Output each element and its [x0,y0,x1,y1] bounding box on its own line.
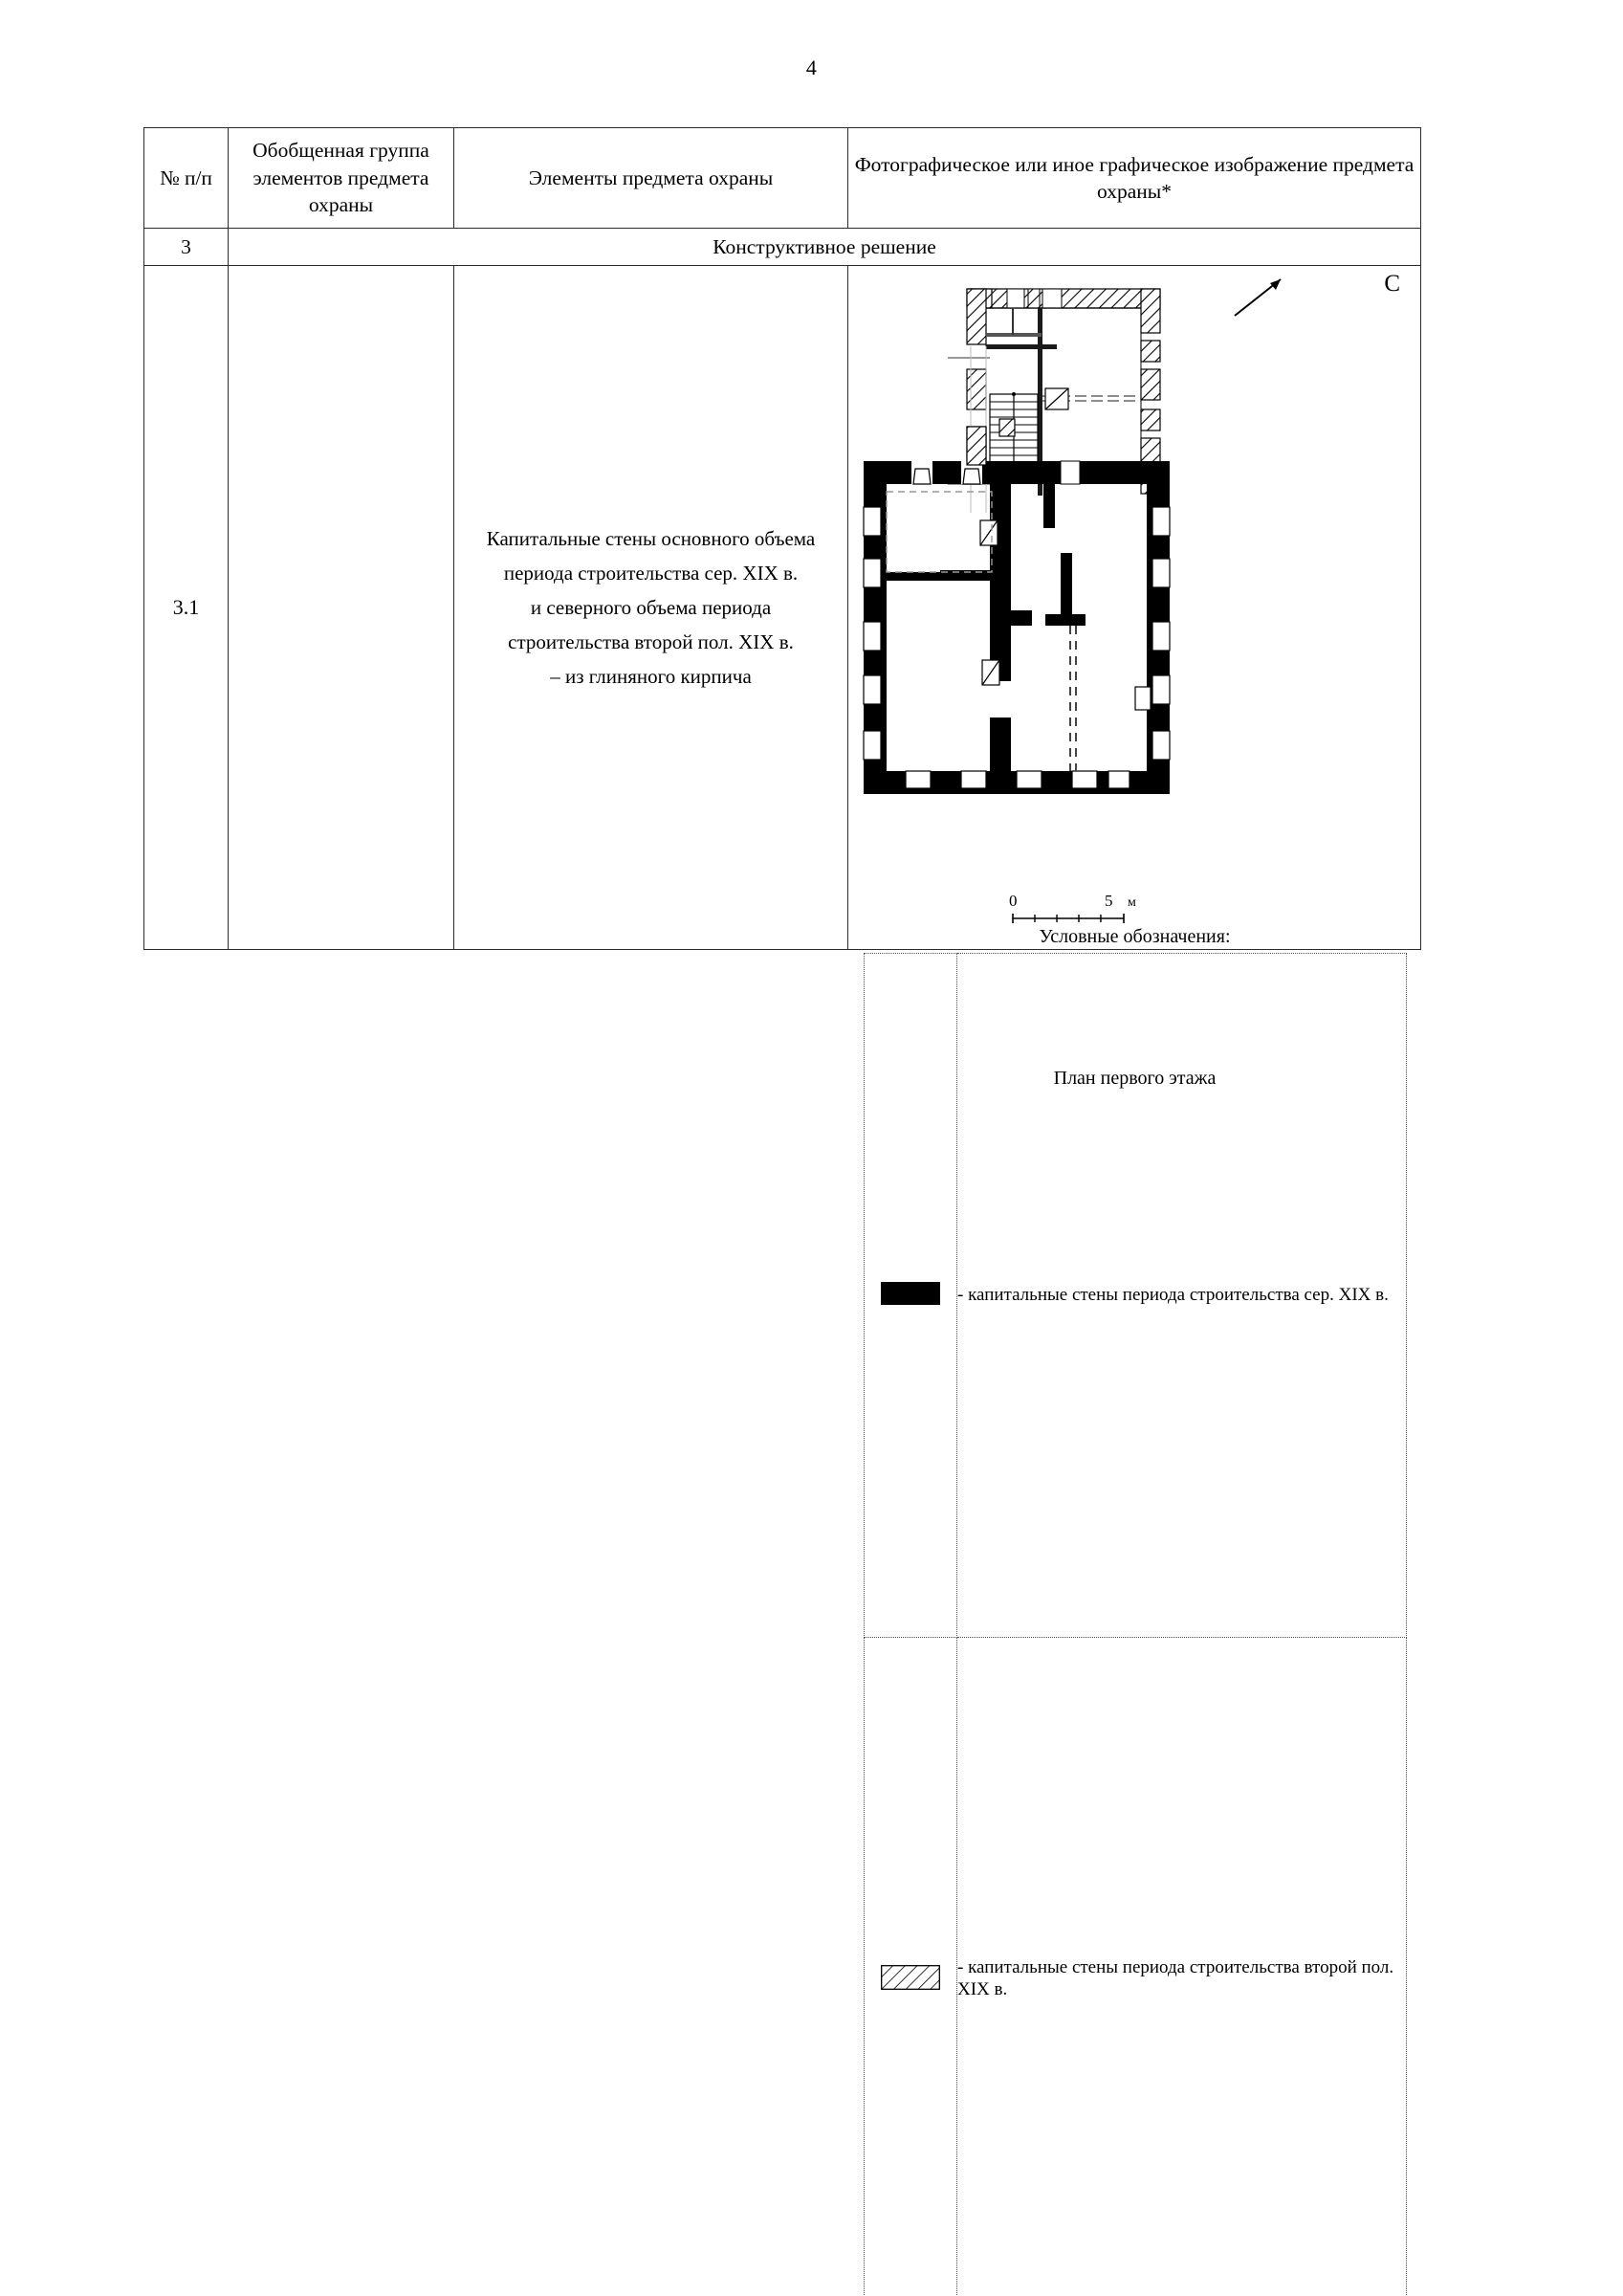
scale-end-label: 5 [1105,892,1113,911]
legend-title: Условные обозначения: [848,926,1421,948]
scale-bar: 0 5 м [1009,892,1162,924]
header-cell-number: № п/п [144,128,229,229]
item-elements-cell: Капитальные стены основного объема перио… [454,266,848,950]
element-line-1: Капитальные стены основного объема [454,521,847,556]
diagonal-hatch-swatch-icon [881,1965,940,1990]
page-number: 4 [0,55,1623,80]
section-title: Конструктивное решение [229,229,1421,266]
floor-plan-drawing [848,266,1421,897]
section-number: 3 [144,229,229,266]
section-row: 3 Конструктивное решение [144,229,1421,266]
solid-black-fill-swatch-icon [881,1282,940,1305]
legend-table: - капитальные стены периода строительств… [864,953,1407,2296]
legend-symbol-solid [865,954,957,1638]
scale-bar-ticks [1009,911,1162,926]
element-line-5: – из глиняного кирпича [454,659,847,694]
table-header-row: № п/п Обобщенная группа элементов предме… [144,128,1421,229]
element-line-4: строительства второй пол. XIX в. [454,625,847,659]
document-page: 4 № п/п Обобщенная группа элементов пред… [0,0,1623,1148]
item-number: 3.1 [144,266,229,950]
north-arrow-icon [1235,279,1281,316]
element-line-3: и северного объема периода [454,590,847,625]
item-graphic-cell: С [848,266,1421,950]
header-cell-elements: Элементы предмета охраны [454,128,848,229]
scale-start-label: 0 [1009,892,1018,911]
table-row: 3.1 Капитальные стены основного объема п… [144,266,1421,950]
element-line-2: периода строительства сер. XIX в. [454,556,847,590]
legend-symbol-hatch [865,1638,957,2296]
graphic-caption: План первого этажа [848,1068,1421,1090]
legend-text-hatch: - капитальные стены периода строительств… [957,1638,1407,2296]
header-cell-image: Фотографическое или иное графическое изо… [848,128,1421,229]
header-cell-group: Обобщенная группа элементов предмета охр… [229,128,454,229]
legend-row: - капитальные стены периода строительств… [865,954,1407,1638]
item-group-cell [229,266,454,950]
scale-unit-label: м [1128,895,1136,911]
floor-plan-graphic: С [848,266,1421,949]
legend-row: - капитальные стены периода строительств… [865,1638,1407,2296]
protection-subject-table: № п/п Обобщенная группа элементов предме… [143,127,1421,950]
legend-text-solid: - капитальные стены периода строительств… [957,954,1407,1638]
